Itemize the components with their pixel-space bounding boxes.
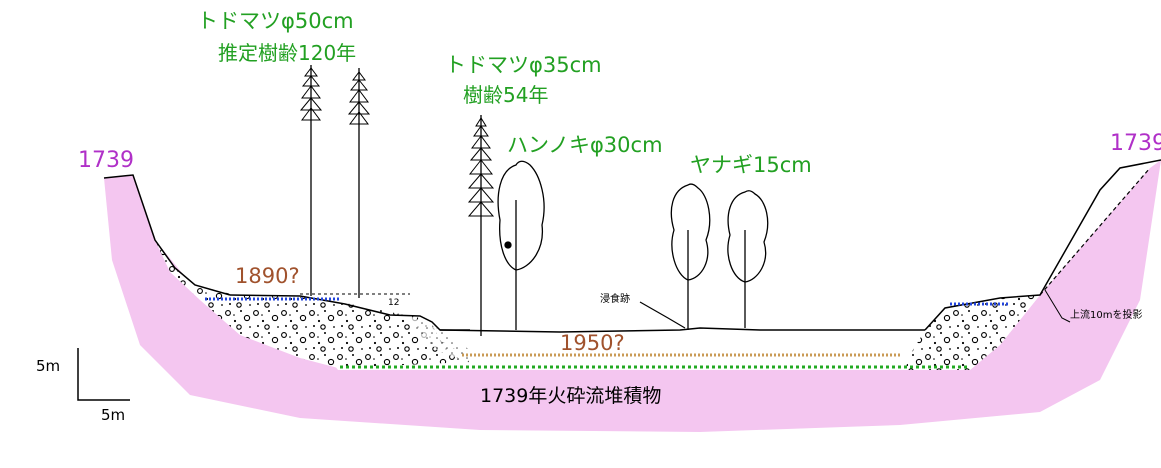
- pyroclastic-deposit: [104, 160, 1161, 432]
- gravel-layer-right: [905, 295, 1040, 370]
- terrace-1890-surface: [229, 294, 470, 331]
- hannoki-tree: [497, 160, 545, 330]
- label-deposit: 1739年火砕流堆積物: [480, 385, 661, 407]
- scale-bar: [77, 348, 130, 401]
- upstream-leader: [1044, 289, 1071, 323]
- label-age-120: 推定樹齢120年: [218, 41, 356, 65]
- todomatsu-tree-3: [467, 115, 495, 336]
- left-bank-line: [103, 174, 231, 296]
- label-erosion: 浸食跡: [600, 292, 630, 305]
- riverbed-surface: [439, 327, 925, 333]
- upstream-projection-line: [1039, 167, 1151, 296]
- label-1739-left: 1739: [78, 148, 134, 173]
- fine-sediment-zone: [410, 316, 470, 362]
- yanagi-tree-1: [670, 183, 711, 330]
- todomatsu-tree-2: [347, 68, 371, 298]
- label-todomatsu-50: トドマツφ50cm: [197, 9, 354, 33]
- label-age-54: 樹齢54年: [463, 83, 548, 107]
- yanagi-tree-2: [727, 190, 769, 328]
- label-1890: 1890?: [235, 264, 300, 288]
- label-mark-12: 12: [388, 298, 399, 308]
- label-yanagi: ヤナギ15cm: [690, 153, 812, 177]
- label-hannoki: ハンノキφ30cm: [507, 133, 663, 157]
- label-1739-right: 1739: [1110, 131, 1161, 156]
- gravel-layer-left: [155, 240, 470, 368]
- erosion-mark: [639, 301, 686, 329]
- label-scale-vertical: 5m: [36, 357, 60, 375]
- label-upstream: 上流10mを投影: [1070, 308, 1142, 321]
- label-todomatsu-35: トドマツφ35cm: [445, 53, 602, 77]
- todomatsu-tree-1: [299, 65, 323, 296]
- label-scale-horizontal: 5m: [101, 406, 125, 424]
- label-1950: 1950?: [560, 331, 625, 355]
